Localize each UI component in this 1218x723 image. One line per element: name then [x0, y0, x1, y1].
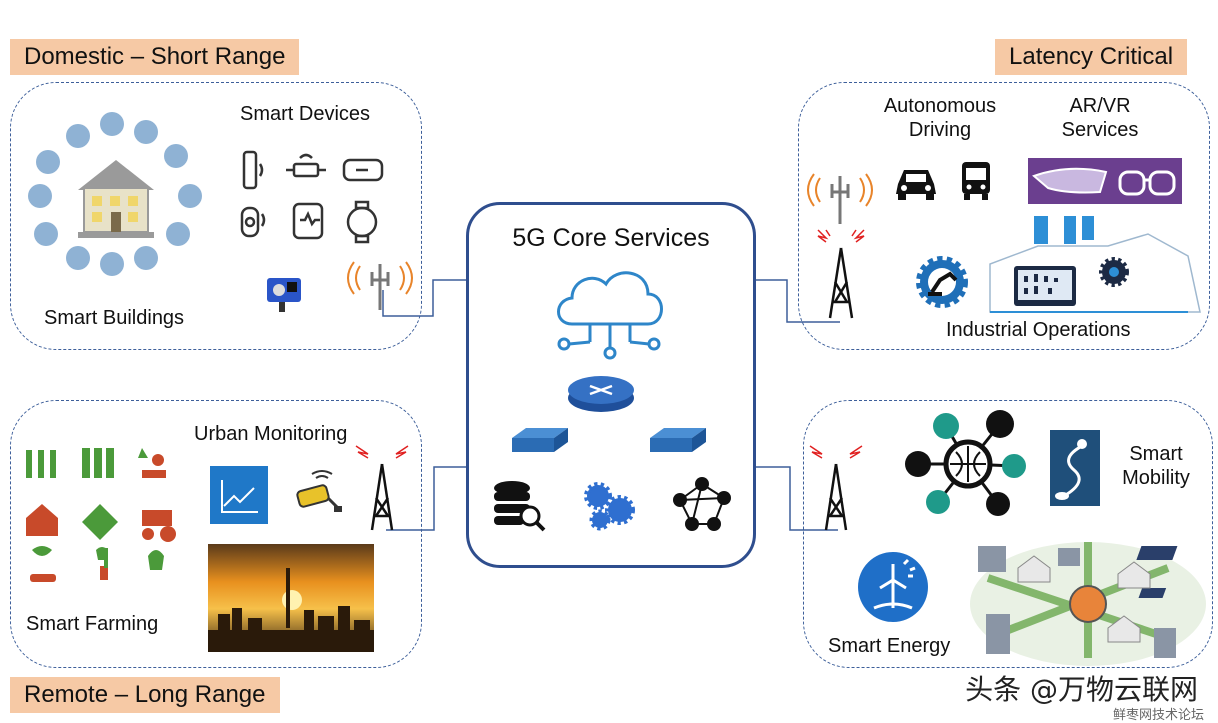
sensor-module-icon	[267, 278, 301, 312]
cell-tower-icon-energy	[809, 445, 863, 531]
smart-farming-label: Smart Farming	[26, 613, 159, 635]
wearable-devices-icons	[240, 150, 384, 244]
router-icon	[568, 376, 634, 412]
smart-devices-title: Smart Devices	[240, 103, 371, 125]
car-icon	[896, 170, 936, 200]
switch-icon-left	[512, 428, 568, 452]
remote-region	[10, 400, 422, 668]
smart-farming-icons	[26, 448, 176, 582]
cloud-network-icon	[557, 271, 663, 360]
connected-mobility-hub-icon	[905, 410, 1026, 516]
vr-glasses-icon	[1028, 158, 1182, 204]
cell-antenna-icon-short	[347, 261, 413, 310]
cell-tower-icon-remote	[355, 445, 409, 531]
cell-antenna-icon-latency	[807, 173, 873, 224]
industrial-factory-icon	[989, 216, 1201, 313]
gears-icon	[584, 482, 635, 531]
wind-energy-icon	[858, 552, 928, 622]
switch-icon-right	[650, 428, 706, 452]
city-skyline-photo	[208, 544, 374, 652]
smart-energy-label: Smart Energy	[828, 635, 951, 657]
bus-icon	[962, 162, 990, 200]
robot-arm-gear-icon	[916, 256, 968, 308]
watermark: 头条 @万物云联网	[965, 673, 1198, 706]
domestic-region	[10, 82, 422, 350]
secure-network-icon	[673, 477, 731, 531]
mobility-route-icon	[1050, 430, 1100, 506]
autonomous-driving-label: Autonomous Driving	[883, 95, 997, 141]
smart-building-icon-ring	[28, 112, 202, 276]
industrial-operations-label: Industrial Operations	[946, 319, 1131, 341]
core-title: 5G Core Services	[512, 224, 710, 252]
latency-region	[798, 82, 1210, 350]
urban-monitoring-label: Urban Monitoring	[194, 423, 348, 445]
arvr-services-label: AR/VR Services	[1061, 95, 1139, 141]
latency-critical-tag: Latency Critical	[995, 39, 1188, 75]
security-camera-icon	[296, 470, 342, 512]
cell-tower-icon-latency	[817, 229, 865, 319]
energy-grid-illustration	[970, 542, 1206, 666]
watermark-sub: 鲜枣网技术论坛	[1112, 708, 1204, 723]
domestic-short-range-tag: Domestic – Short Range	[10, 39, 300, 75]
energy-mobility-region	[803, 400, 1213, 668]
database-search-icon	[494, 481, 546, 532]
remote-long-range-tag: Remote – Long Range	[10, 677, 280, 713]
analytics-chart-icon	[210, 466, 268, 524]
smart-buildings-label: Smart Buildings	[44, 307, 185, 329]
smart-mobility-label: Smart Mobility	[1122, 443, 1190, 489]
